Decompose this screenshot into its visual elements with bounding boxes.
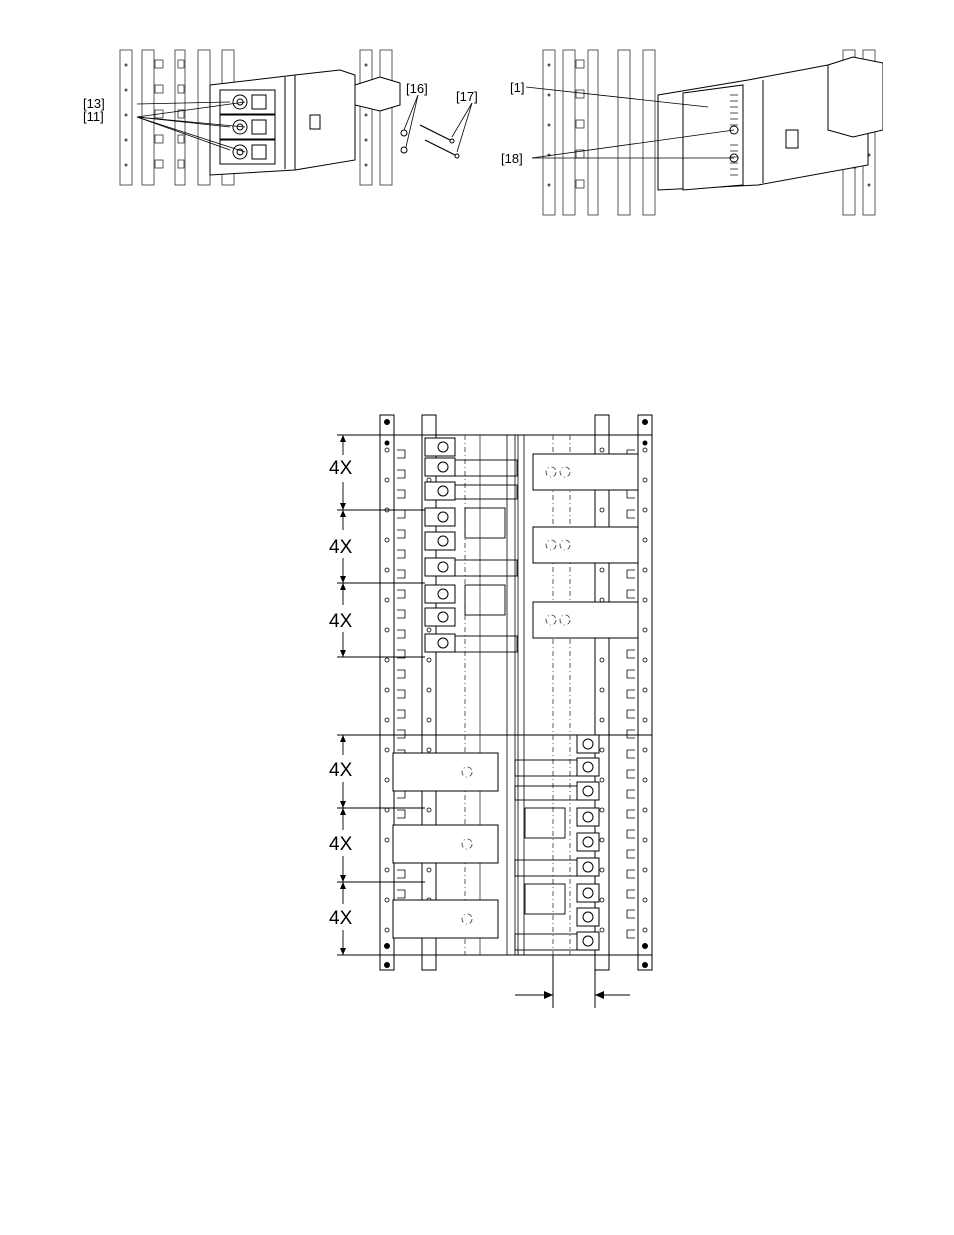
panel-layout-figure: 4X 4X 4X 4X 4X 4X [325,410,660,1015]
callout-11: [11] [83,109,104,124]
dimension-label: 4X [329,458,353,479]
side-rails [380,415,652,970]
width-dimension [515,955,630,1008]
center-bus [465,435,570,955]
callout-16: [16] [406,81,428,96]
dimension-lines [337,435,425,955]
dimension-label: 4X [329,537,353,558]
breaker-mounting-figure-left: [13] [11] [16] [17] [80,45,480,220]
callout-1: [1] [510,80,524,95]
lower-breakers [393,735,599,950]
dimension-label: 4X [329,760,353,781]
dimension-label: 4X [329,834,353,855]
circuit-breaker [210,70,400,175]
dimension-label: 4X [329,908,353,929]
circuit-breaker-with-cover [658,57,883,190]
callout-18: [18] [501,151,523,166]
upper-breakers [425,438,638,652]
dimension-label: 4X [329,611,353,632]
breaker-mounting-figure-right: [1] [18] [498,45,883,220]
callout-17: [17] [456,89,478,104]
